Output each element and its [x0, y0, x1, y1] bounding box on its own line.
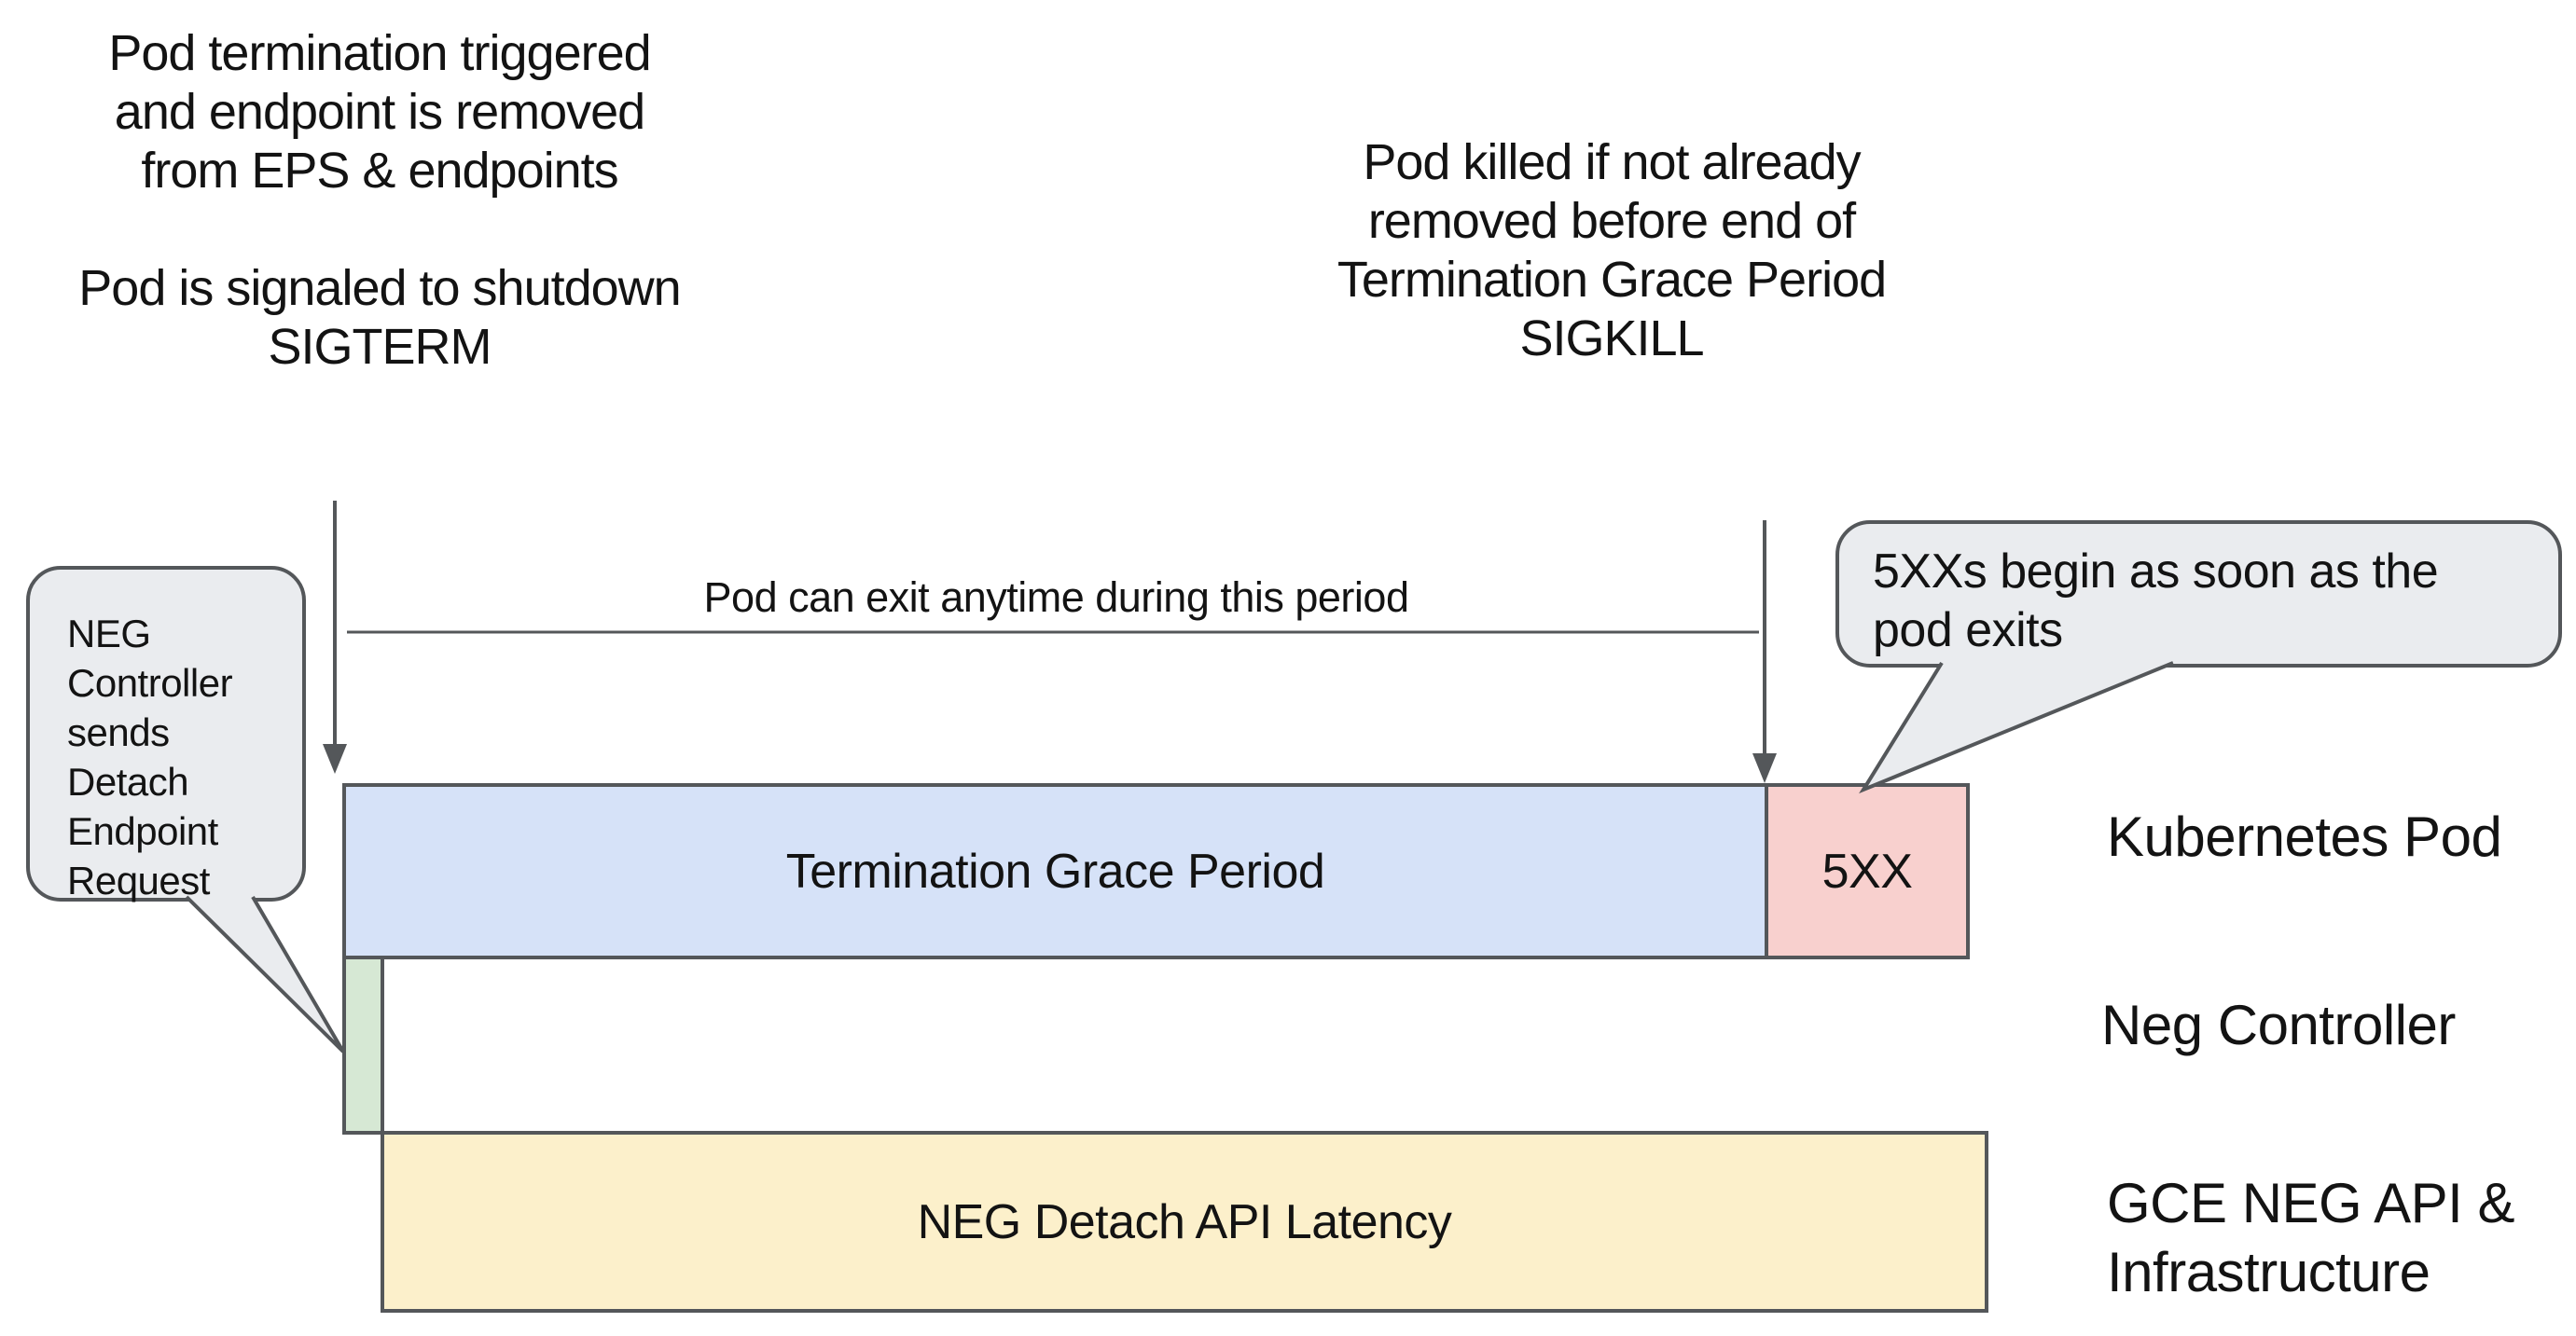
bar-5xx: 5XX: [1765, 783, 1970, 959]
bar-termination-grace-period-label: Termination Grace Period: [785, 844, 1325, 899]
text-line: sends: [67, 710, 170, 754]
label-neg-controller: Neg Controller: [2101, 994, 2456, 1056]
text-line: Endpoint: [67, 809, 218, 853]
bar-neg-detach-api-latency: NEG Detach API Latency: [381, 1131, 1988, 1313]
text-line: pod exits: [1873, 603, 2063, 657]
bar-5xx-label: 5XX: [1821, 844, 1913, 899]
text-line: Pod killed if not already: [1363, 134, 1861, 190]
bar-termination-grace-period: Termination Grace Period: [342, 783, 1765, 959]
text-line: SIGKILL: [1519, 310, 1704, 366]
sigterm-arrowhead-icon: [323, 744, 347, 774]
text-line: from EPS & endpoints: [141, 143, 618, 199]
text-line: NEG: [67, 612, 151, 655]
period-label: Pod can exit anytime during this period: [703, 573, 1409, 621]
text-line: Pod termination triggered: [108, 25, 651, 81]
bar-neg-controller-detach: [342, 956, 384, 1135]
label-gce-neg-api-infrastructure: GCE NEG API & Infrastructure: [2107, 1169, 2514, 1307]
text-line: Pod is signaled to shutdown: [78, 260, 681, 316]
left-callout-tail: [185, 895, 345, 1054]
text-line: Detach: [67, 760, 189, 804]
text-line: GCE NEG API &: [2107, 1172, 2514, 1234]
sigkill-arrowhead-icon: [1752, 753, 1777, 783]
text-line: Controller: [67, 661, 233, 705]
text-line: removed before end of: [1367, 193, 1856, 249]
text-line: SIGTERM: [268, 319, 492, 375]
text-line: [25, 200, 734, 259]
text-line: Infrastructure: [2107, 1241, 2431, 1303]
text-line: and endpoint is removed: [114, 84, 645, 140]
bar-neg-detach-api-latency-label: NEG Detach API Latency: [917, 1194, 1452, 1249]
text-line: 5XXs begin as soon as the: [1873, 544, 2439, 599]
text-line: Request: [67, 859, 210, 902]
text-line: Termination Grace Period: [1336, 252, 1887, 308]
right-callout-tail: [1859, 661, 2174, 794]
label-kubernetes-pod: Kubernetes Pod: [2107, 806, 2502, 868]
